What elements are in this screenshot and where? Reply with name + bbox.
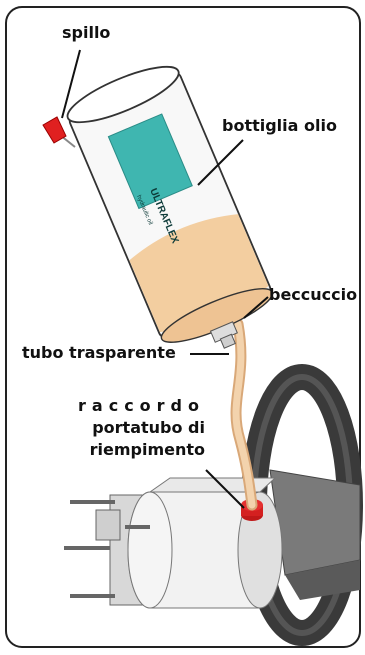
label-bottiglia-olio: bottiglia olio xyxy=(222,116,337,135)
label-beccuccio: beccuccio xyxy=(269,285,358,304)
bottle-label xyxy=(107,113,193,210)
needle xyxy=(42,116,76,148)
label-spillo: spillo xyxy=(62,23,111,42)
label-raccordo-line3: riempimento xyxy=(89,440,205,459)
label-tubo-trasparente: tubo trasparente xyxy=(22,343,176,362)
label-raccordo-group: raccordo portatubo di riempimento xyxy=(40,395,205,461)
oil-bottle xyxy=(66,65,274,349)
leader-beccuccio xyxy=(243,296,269,319)
leader-bottiglia xyxy=(197,139,244,186)
label-raccordo-line1: raccordo xyxy=(78,396,205,415)
helm-pump xyxy=(64,477,283,609)
leader-raccordo xyxy=(205,469,245,509)
leader-spillo xyxy=(61,49,81,119)
label-raccordo-line2: portatubo di xyxy=(92,418,205,437)
